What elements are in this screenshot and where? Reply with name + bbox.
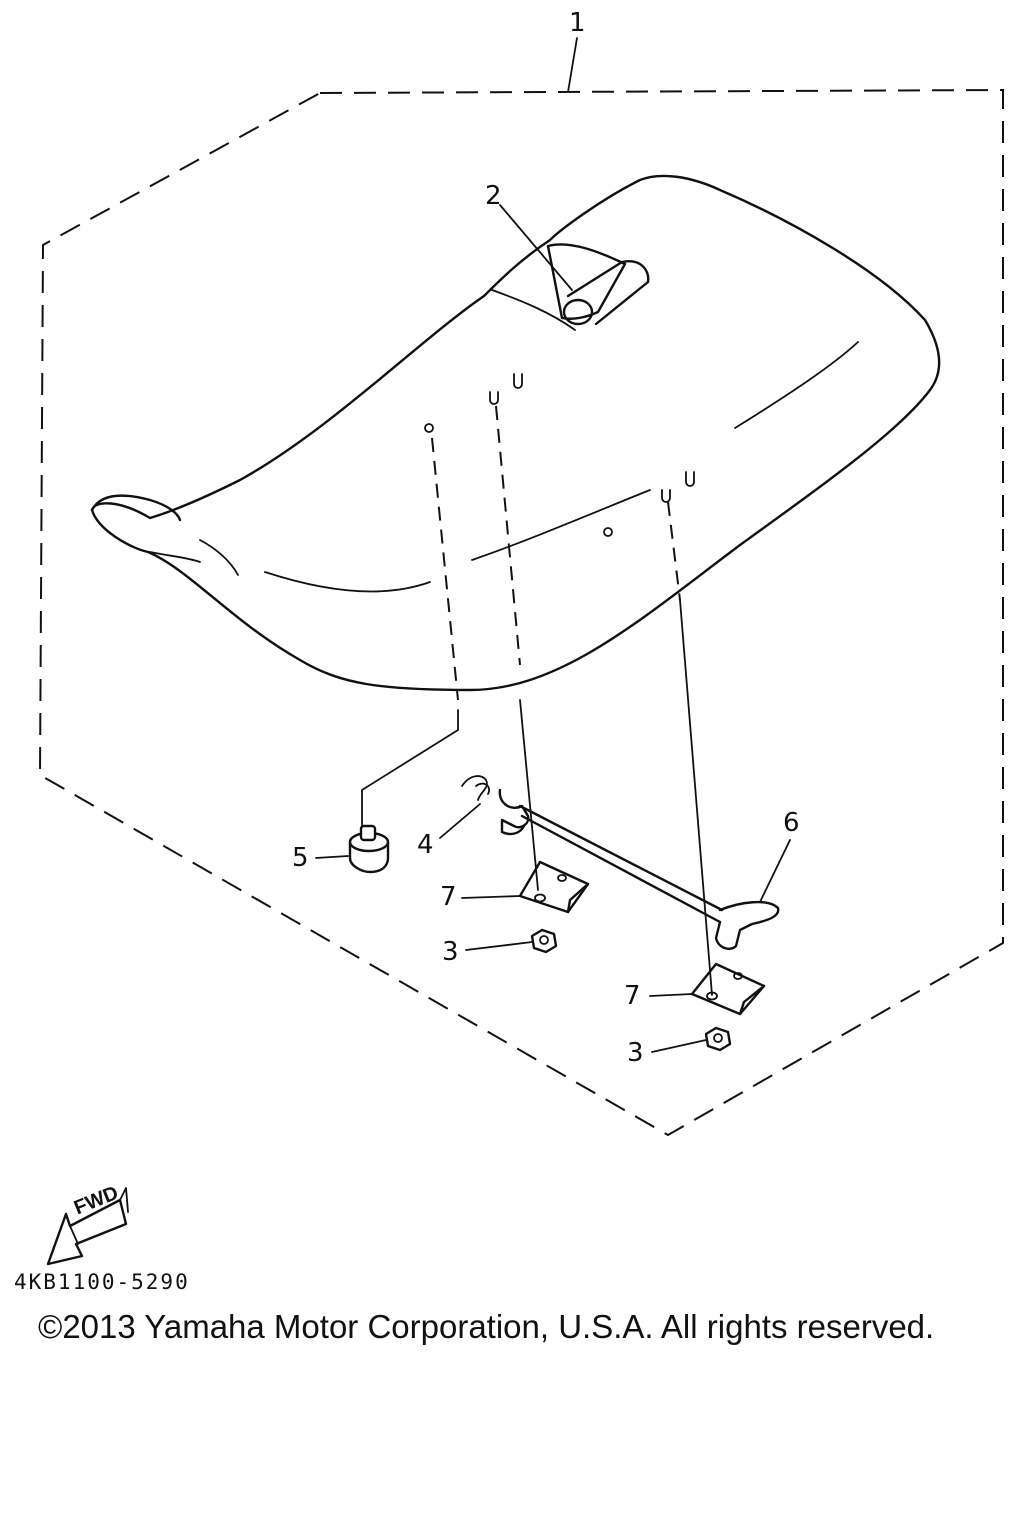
leader-line [439, 803, 481, 839]
copyright-notice: ©2013 Yamaha Motor Corporation, U.S.A. A… [38, 1308, 935, 1345]
nut-3a [530, 928, 558, 954]
leader-line [499, 204, 573, 291]
seat-front-tip [90, 494, 182, 522]
damper [348, 824, 390, 874]
seat-contour-line [264, 571, 431, 593]
mounting-hole-marks [424, 373, 695, 537]
nut-3b [704, 1026, 732, 1052]
seat-strap-roll [566, 260, 650, 326]
leader-line [651, 1039, 707, 1053]
callout-5: 5 [292, 843, 309, 873]
assembly-boundary [38, 88, 1004, 1137]
seat-body [90, 174, 941, 692]
assembly-line [667, 501, 681, 601]
leader-line [315, 855, 349, 859]
leader-line [649, 993, 693, 997]
callout-2: 2 [485, 181, 502, 211]
leader-line [465, 941, 533, 951]
seat-contour-line [199, 539, 239, 576]
spring-clip [461, 775, 490, 801]
fwd-arrow-icon [46, 1198, 128, 1266]
assembly-line [519, 699, 539, 891]
seat-lock-rod [518, 804, 724, 912]
seat-strap [546, 243, 627, 320]
assembly-line [679, 599, 713, 996]
front-hook [714, 900, 780, 950]
leader-line [567, 37, 578, 93]
callout-4: 4 [417, 830, 434, 860]
leader-line [461, 895, 521, 899]
callout-6: 6 [783, 808, 800, 838]
assembly-line [495, 405, 521, 666]
fwd-arrow-icon [69, 1187, 129, 1245]
callout-1: 1 [569, 8, 586, 38]
rear-hook [498, 788, 530, 836]
callout-3-upper: 3 [442, 937, 459, 967]
callout-7-upper: 7 [440, 882, 457, 912]
bracket-7b [690, 962, 766, 1016]
leader-line [759, 839, 791, 903]
seat-contour-line [471, 489, 651, 561]
seat-contour-line [734, 341, 859, 429]
leader-line [361, 709, 459, 827]
seat-front-underside [149, 551, 201, 563]
seat-contour-line [491, 289, 576, 331]
assembly-line [431, 437, 459, 701]
callout-3-lower: 3 [627, 1038, 644, 1068]
seat-lock-rod [520, 814, 722, 924]
diagram-part-number: 4KB1100-5290 [14, 1270, 190, 1294]
seat-strap-loop [562, 298, 594, 326]
bracket-7a [518, 860, 590, 914]
callout-7-lower: 7 [624, 981, 641, 1011]
